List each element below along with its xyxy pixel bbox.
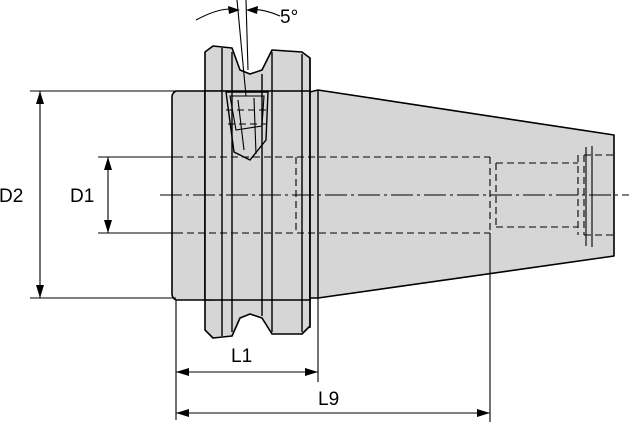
flange-lower — [204, 297, 311, 339]
angle-indicator — [195, 0, 281, 97]
drive-slot — [225, 91, 269, 161]
dimension-l1 — [175, 298, 319, 420]
dimension-l9 — [176, 233, 491, 422]
dimension-d2 — [30, 90, 176, 299]
dimension-label-d2: D2 — [0, 186, 23, 207]
dimension-d1 — [98, 156, 176, 234]
angle-label: 5° — [280, 7, 298, 28]
dimension-label-l1: L1 — [231, 346, 252, 367]
dimension-label-l9: L9 — [318, 389, 339, 410]
flange-upper — [204, 45, 311, 93]
dimension-label-d1: D1 — [70, 186, 94, 207]
taper — [309, 89, 615, 299]
toolholder-body — [171, 45, 615, 339]
